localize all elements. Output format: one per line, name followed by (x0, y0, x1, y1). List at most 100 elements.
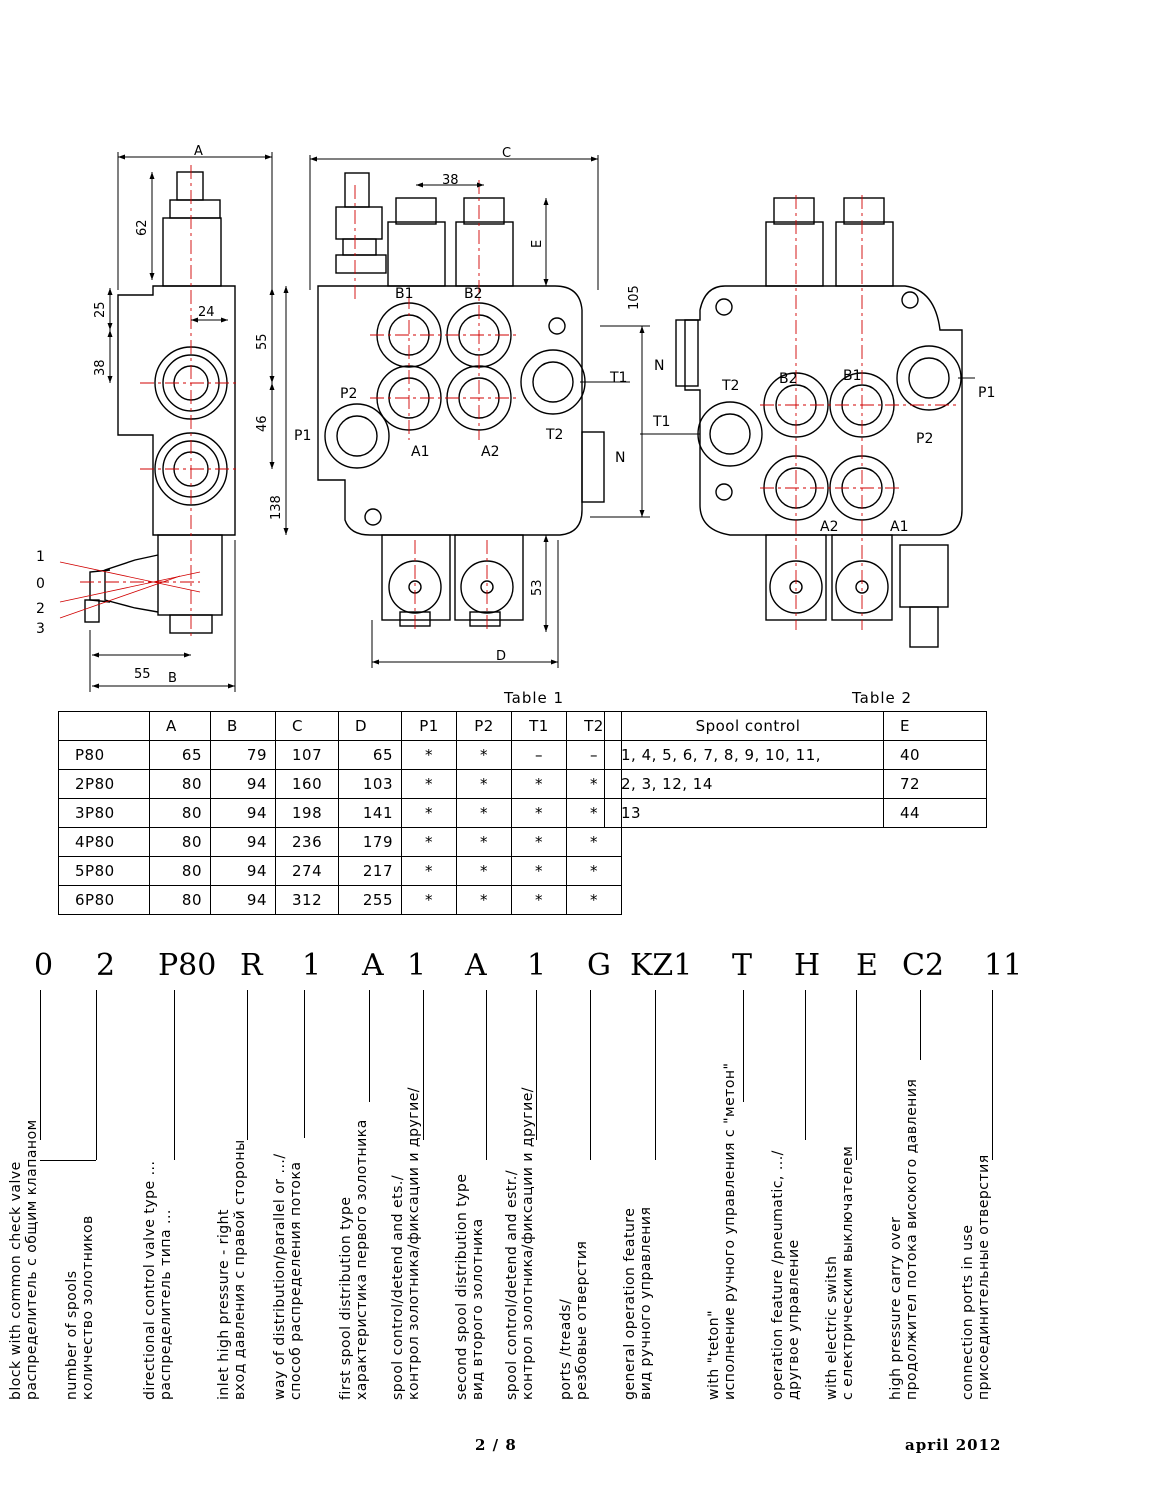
code-item: H (794, 948, 821, 983)
position-0: 0 (36, 576, 45, 592)
dim-55: 55 (255, 333, 270, 350)
table-cell: * (401, 769, 457, 799)
table2: Spool control E 1, 4, 5, 6, 7, 8, 9, 10,… (604, 711, 987, 828)
leader-line (590, 990, 591, 1160)
table-cell: 103 (338, 769, 402, 799)
position-2: 2 (36, 601, 45, 617)
code-item: 1 (407, 948, 427, 983)
table-cell: * (511, 798, 567, 828)
label-en: with electric switsh (824, 1255, 840, 1400)
leader-line (247, 990, 248, 1140)
label-ru: контрол золотника/фиксации и другие/ (406, 1086, 422, 1400)
table-cell: 312 (275, 885, 339, 915)
table-cell: * (456, 740, 512, 770)
leader-line (655, 990, 656, 1160)
label-en: second spool distribution type (454, 1173, 470, 1400)
label-en: connection ports in use (960, 1224, 976, 1400)
dim-38-top: 38 (442, 173, 459, 188)
dim-46: 46 (255, 415, 270, 432)
dim-38: 38 (93, 359, 108, 376)
port-b1-rear: B1 (843, 368, 862, 384)
dim-55-bottom: 55 (134, 667, 151, 682)
table-cell: * (511, 856, 567, 886)
dim-138: 138 (269, 495, 284, 520)
dim-b: B (168, 671, 177, 686)
code-item: T (732, 948, 753, 983)
table-cell: * (566, 827, 622, 857)
leader-line (920, 990, 921, 1060)
table-cell: * (401, 827, 457, 857)
code-item: R (240, 948, 263, 983)
label-ru: способ распределения потока (288, 1161, 304, 1400)
port-b2-front: B2 (464, 286, 483, 302)
code-item: 1 (302, 948, 322, 983)
port-a2-front: A2 (481, 444, 499, 460)
table1-header: A B C D P1 P2 T1 T2 (58, 711, 622, 741)
leader-line (369, 990, 370, 1102)
leader-line (536, 990, 537, 1140)
front-view (317, 172, 605, 627)
port-p1-front: P1 (294, 428, 311, 444)
table2-header: Spool control E (604, 711, 987, 741)
table1-header-cell: B (210, 711, 276, 741)
code-item: 0 (34, 948, 54, 983)
label-en: general operation feature (622, 1207, 638, 1400)
table-cell: * (511, 885, 567, 915)
position-3: 3 (36, 621, 45, 637)
table-cell: 6P80 (58, 885, 150, 915)
position-1: 1 (36, 549, 45, 565)
port-a1-front: A1 (411, 444, 429, 460)
port-t1-rear: T1 (652, 414, 670, 430)
table1-header-cell: A (149, 711, 211, 741)
leader-line (174, 990, 175, 1160)
table-cell: 274 (275, 856, 339, 886)
table-cell: * (566, 856, 622, 886)
table-cell: * (456, 885, 512, 915)
dim-24: 24 (198, 305, 215, 320)
label-ru: с електрическим выключателем (840, 1145, 856, 1400)
code-item: 2 (96, 948, 116, 983)
table-cell: 1, 4, 5, 6, 7, 8, 9, 10, 11, (604, 740, 884, 770)
table-cell: * (401, 856, 457, 886)
table-cell: 217 (338, 856, 402, 886)
table-cell: 65 (338, 740, 402, 770)
table-cell: 94 (210, 856, 276, 886)
table1-header-cell: P1 (401, 711, 457, 741)
code-item: G (587, 948, 611, 983)
label-en: inlet high pressure - right (216, 1209, 232, 1400)
table-cell: 80 (149, 769, 211, 799)
table-cell: * (456, 769, 512, 799)
side-view (84, 171, 236, 634)
code-item: E (856, 948, 878, 983)
table-cell: * (401, 798, 457, 828)
table-cell: 107 (275, 740, 339, 770)
dim-105: 105 (627, 285, 642, 310)
label-ru: количество золотников (80, 1215, 96, 1400)
code-item: 11 (984, 948, 1023, 983)
table-cell: 65 (149, 740, 211, 770)
port-t1-front: T1 (609, 370, 627, 386)
dim-53: 53 (530, 579, 545, 596)
table-cell: 80 (149, 885, 211, 915)
leader-line (805, 990, 806, 1140)
table-cell: 255 (338, 885, 402, 915)
leader-line (856, 990, 857, 1160)
table2-caption: Table 2 (852, 689, 913, 707)
leader-line (96, 990, 97, 1160)
label-ru: другвое управление (786, 1239, 802, 1400)
table-cell: * (456, 798, 512, 828)
table-cell: * (456, 827, 512, 857)
rear-view (675, 197, 963, 648)
footer-date: april 2012 (905, 1436, 1002, 1454)
